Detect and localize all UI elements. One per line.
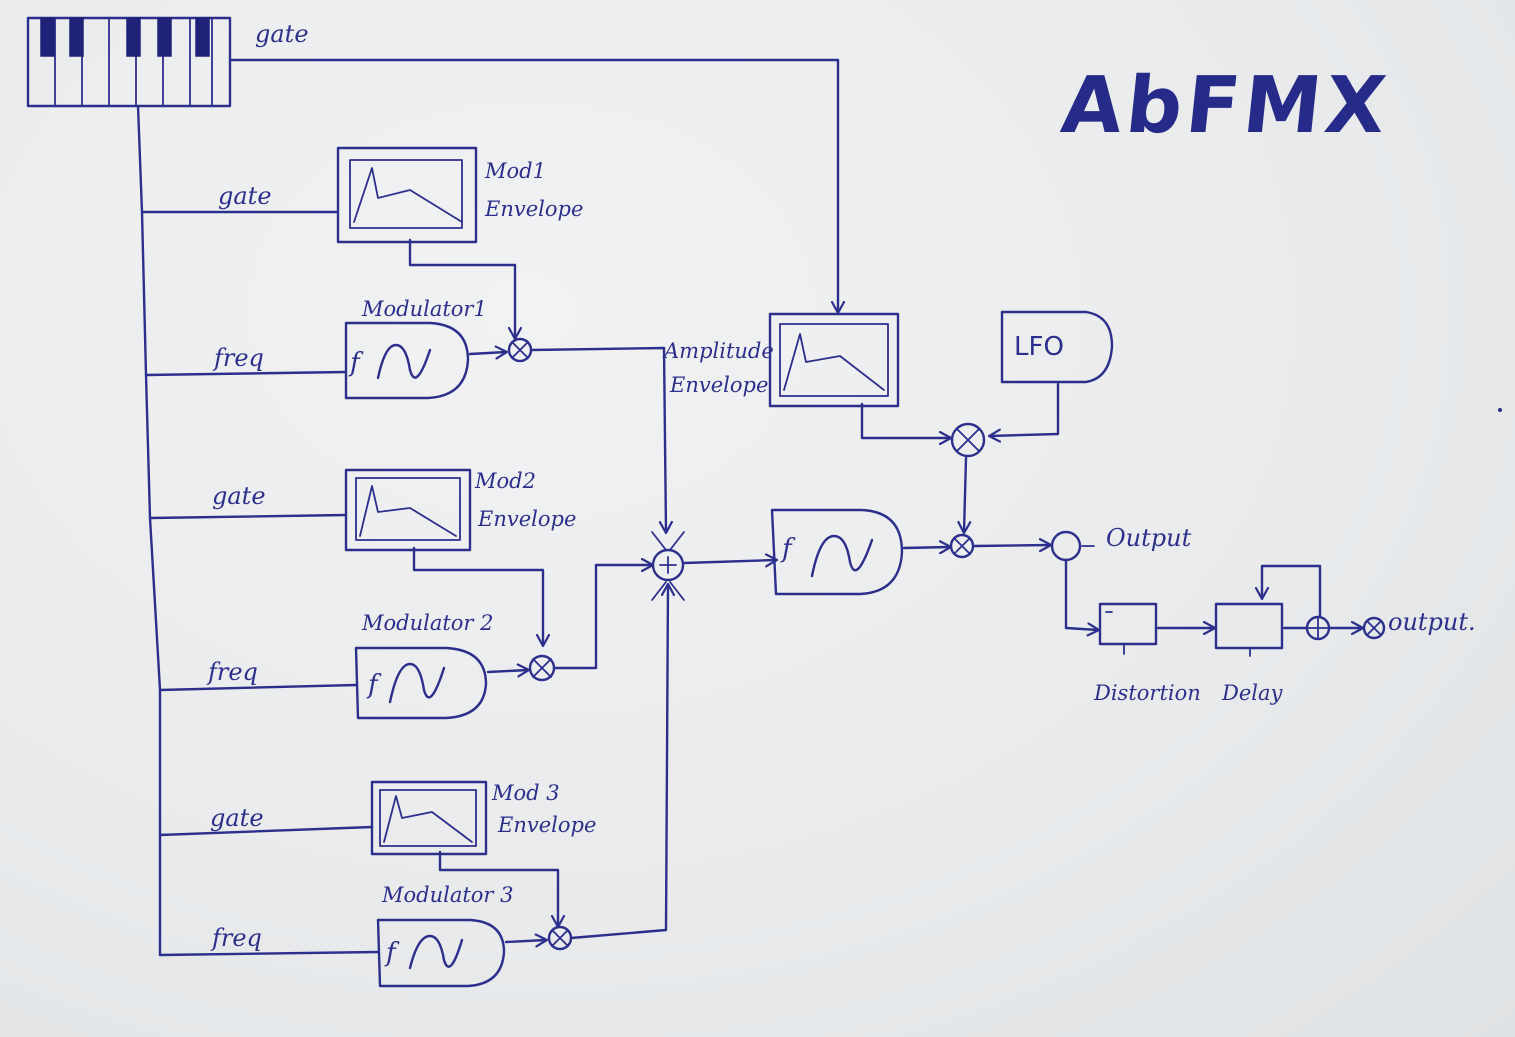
- mod2-envelope-label-line1: Mod2: [475, 469, 536, 493]
- mod2-envelope-block: [344, 468, 472, 552]
- mod-to-vca-wire: [964, 456, 966, 532]
- ink-dot: [1498, 408, 1502, 412]
- mod3-envelope-block: [370, 780, 488, 856]
- sine-oscillator-icon: [408, 934, 464, 970]
- keyboard-gate-wire: [228, 58, 838, 312]
- carrier-oscillator: [770, 508, 904, 596]
- lfo-wire: [990, 382, 1060, 436]
- freq-label-mod1: freq: [214, 344, 264, 372]
- sum-circle-icon: [1305, 615, 1331, 641]
- output-label: Output: [1106, 524, 1192, 552]
- multiply-circle-icon: [1362, 616, 1386, 640]
- diagram-title: AbFMX: [1057, 61, 1395, 151]
- delay-feedback-wire: [1262, 564, 1322, 619]
- mod3-to-sum-wire: [569, 585, 668, 940]
- modulator3-f-symbol: f: [386, 938, 396, 968]
- distortion-block: [1098, 602, 1158, 655]
- mod3-envelope-label-line2: Envelope: [498, 813, 597, 837]
- mod1-envelope-block: [336, 146, 478, 244]
- carrier-f-symbol: f: [782, 534, 792, 564]
- freq-label-mod2: freq: [208, 658, 258, 686]
- multiply-circle-icon: [547, 925, 573, 951]
- sine-oscillator-icon: [376, 343, 432, 380]
- final-output-label: output.: [1388, 608, 1476, 636]
- vca-to-output-wire: [972, 545, 1050, 546]
- gate-label-mod2: gate: [212, 482, 266, 510]
- multiply-circle-icon: [507, 337, 533, 363]
- piano-keyboard-icon: [26, 16, 232, 108]
- mod2-env-wire: [412, 546, 543, 645]
- mod1-envelope-label-line1: Mod1: [485, 159, 546, 183]
- mod1-out-wire: [468, 352, 506, 354]
- mod3-out-wire: [504, 940, 546, 942]
- sine-oscillator-icon: [810, 534, 874, 578]
- delay-block: [1214, 602, 1284, 657]
- freq-label-mod3: freq: [212, 924, 262, 952]
- amplitude-envelope-block: [768, 312, 900, 408]
- mod2-out-wire: [486, 670, 528, 672]
- adsr-envelope-icon: [379, 789, 477, 847]
- amplitude-envelope-label-line1: Amplitude: [664, 339, 774, 363]
- sum-circle-icon: [651, 531, 685, 601]
- mod2-to-sum-wire: [552, 565, 652, 670]
- lfo-label: LFO: [1014, 332, 1064, 362]
- sum-to-carrier-wire: [682, 560, 776, 563]
- adsr-envelope-icon: [355, 477, 461, 541]
- mod1-env-wire: [408, 238, 515, 338]
- distortion-label: Distortion: [1094, 681, 1201, 705]
- amp-env-wire: [860, 402, 950, 438]
- gate-label-mod1: gate: [218, 182, 272, 210]
- gate-label-mod3: gate: [210, 804, 264, 832]
- amplitude-envelope-label-line2: Envelope: [670, 373, 769, 397]
- mod2-envelope-label-line2: Envelope: [478, 507, 577, 531]
- mod3-env-wire: [438, 850, 558, 926]
- modulator2-label: Modulator 2: [362, 611, 494, 635]
- gate-label-keyboard: gate: [255, 20, 309, 48]
- modulator2-oscillator: [354, 646, 488, 720]
- multiply-circle-icon: [950, 422, 986, 458]
- mod1-envelope-label-line2: Envelope: [485, 197, 584, 221]
- modulator1-oscillator: [344, 321, 470, 400]
- delay-label: Delay: [1222, 681, 1283, 705]
- carrier-out-wire: [902, 547, 950, 548]
- modulator3-oscillator: [376, 918, 506, 988]
- modulator2-f-symbol: f: [368, 670, 378, 700]
- adsr-envelope-icon: [349, 159, 463, 229]
- output-node: [1050, 530, 1095, 562]
- multiply-circle-icon: [528, 654, 556, 682]
- multiply-circle-icon: [949, 533, 975, 559]
- output-to-distortion-wire: [1064, 558, 1098, 630]
- control-bus-wires: [136, 104, 380, 957]
- sine-oscillator-icon: [388, 662, 446, 704]
- adsr-envelope-icon: [779, 323, 889, 397]
- mod1-to-sum-wire: [529, 346, 666, 532]
- lfo-block: [1000, 310, 1114, 384]
- mod3-envelope-label-line1: Mod 3: [492, 781, 560, 805]
- modulator3-label: Modulator 3: [382, 883, 514, 907]
- modulator1-label: Modulator1: [362, 297, 487, 321]
- modulator1-f-symbol: f: [350, 348, 360, 378]
